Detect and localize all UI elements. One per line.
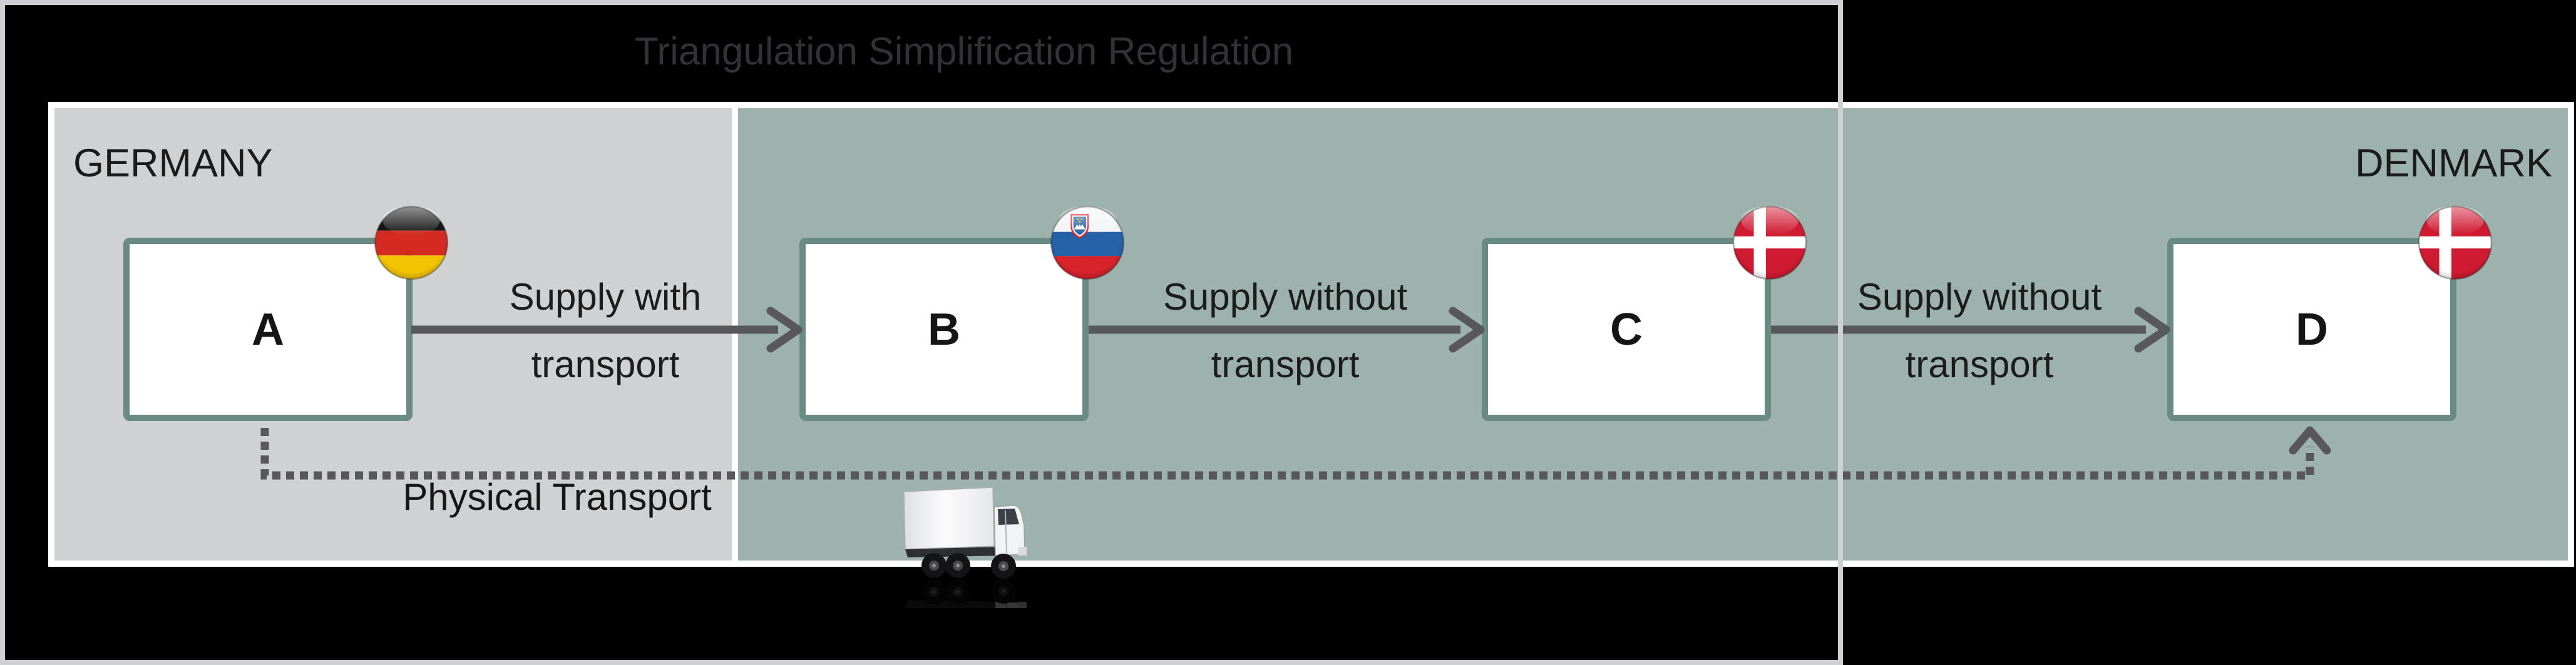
supply-a-b-label-line1: Supply with [509, 276, 702, 318]
physical-transport-label: Physical Transport [403, 476, 712, 518]
diagram-title: Triangulation Simplification Regulation [634, 30, 1294, 73]
supply-c-d-label-line1: Supply without [1857, 276, 2102, 318]
supply-b-c-label-line1: Supply without [1162, 276, 1408, 318]
truck-icon [903, 487, 1027, 608]
entity-box-d: D [2167, 238, 2456, 421]
denmark-region-label: DENMARK [2354, 141, 2552, 185]
entity-d-label: D [2296, 304, 2328, 355]
supply-b-c-label-line2: transport [1211, 343, 1360, 385]
supply-a-b-label-line2: transport [531, 343, 680, 385]
supply-c-d-label-line2: transport [1905, 343, 2054, 385]
entity-a-label: A [252, 304, 284, 355]
germany-region-label: GERMANY [73, 141, 273, 185]
supply-arrow-c-d [1771, 307, 2170, 353]
supply-arrow-a-b [411, 307, 803, 353]
entity-b-label: B [928, 304, 960, 355]
entity-c-label: C [1610, 304, 1643, 355]
entity-box-a: A [123, 238, 413, 421]
entity-box-c: C [1482, 238, 1771, 421]
entity-box-b: B [799, 238, 1089, 421]
supply-arrow-b-c [1089, 307, 1485, 353]
physical-transport-dotted-route [260, 426, 2331, 480]
